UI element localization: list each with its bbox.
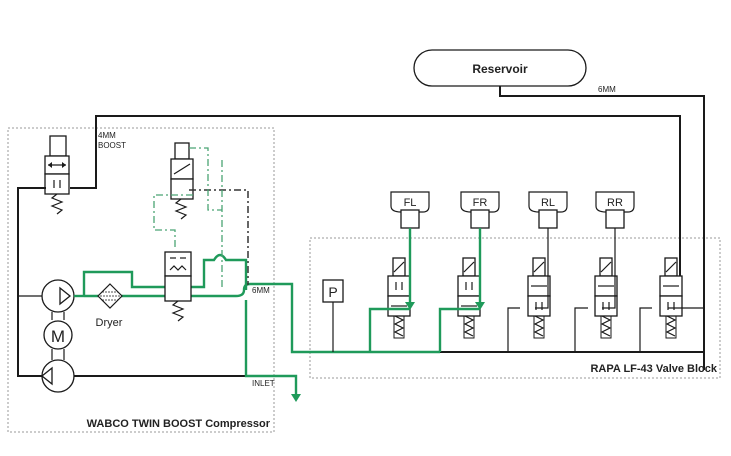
bypass-line xyxy=(82,270,190,296)
supply-line xyxy=(235,282,370,354)
fl-feed xyxy=(368,307,410,352)
pressure-sensor-label: P xyxy=(328,284,337,300)
inlet-label: INLET xyxy=(252,379,275,388)
valve-block-title: RAPA LF-43 Valve Block xyxy=(590,363,717,375)
supply-line-size: 6MM xyxy=(252,286,270,295)
boost-line xyxy=(70,115,681,315)
inlet-arrow-icon xyxy=(291,394,301,402)
valve-rr xyxy=(594,257,618,339)
pilot-valve xyxy=(153,142,249,290)
corner-rr: RR xyxy=(595,191,635,229)
reservoir-line-size: 6MM xyxy=(598,85,616,94)
boost-control-valve xyxy=(164,251,192,322)
boost-valve xyxy=(44,135,70,215)
pressure-sensor: P xyxy=(322,279,344,352)
corner-fl: FL xyxy=(390,191,430,229)
reservoir-line xyxy=(499,86,705,370)
reservoir: Reservoir xyxy=(413,49,587,87)
boost-return-line xyxy=(190,253,248,290)
dryer: Dryer xyxy=(96,283,123,329)
motor-label: M xyxy=(51,327,65,346)
valve-block-boundary xyxy=(309,237,721,379)
corner-fl-label: FL xyxy=(404,197,417,209)
reservoir-label: Reservoir xyxy=(472,62,528,76)
valve-reservoir xyxy=(659,257,683,339)
valve-fl xyxy=(387,257,411,339)
boost-label: BOOST xyxy=(98,141,126,150)
corner-rr-label: RR xyxy=(607,197,623,209)
boost-size-label: 4MM xyxy=(98,131,116,140)
compressor-title: WABCO TWIN BOOST Compressor xyxy=(87,418,271,430)
dryer-label: Dryer xyxy=(96,317,123,329)
corner-rl: RL xyxy=(528,191,568,229)
valve-rl xyxy=(527,257,551,339)
intake-line xyxy=(17,187,46,377)
compressor-boundary xyxy=(7,127,275,433)
motor: M xyxy=(43,320,73,350)
corner-rl-label: RL xyxy=(541,197,555,209)
corner-fr-label: FR xyxy=(473,197,488,209)
corner-fr: FR xyxy=(460,191,500,229)
valve-fr xyxy=(457,257,481,339)
fr-feed xyxy=(438,307,480,352)
inlet-drop-line xyxy=(244,300,298,396)
compressor-pump-lower xyxy=(40,359,75,393)
compressor-pump-upper xyxy=(41,279,75,313)
rl-line xyxy=(535,228,549,309)
rr-line xyxy=(602,228,616,309)
